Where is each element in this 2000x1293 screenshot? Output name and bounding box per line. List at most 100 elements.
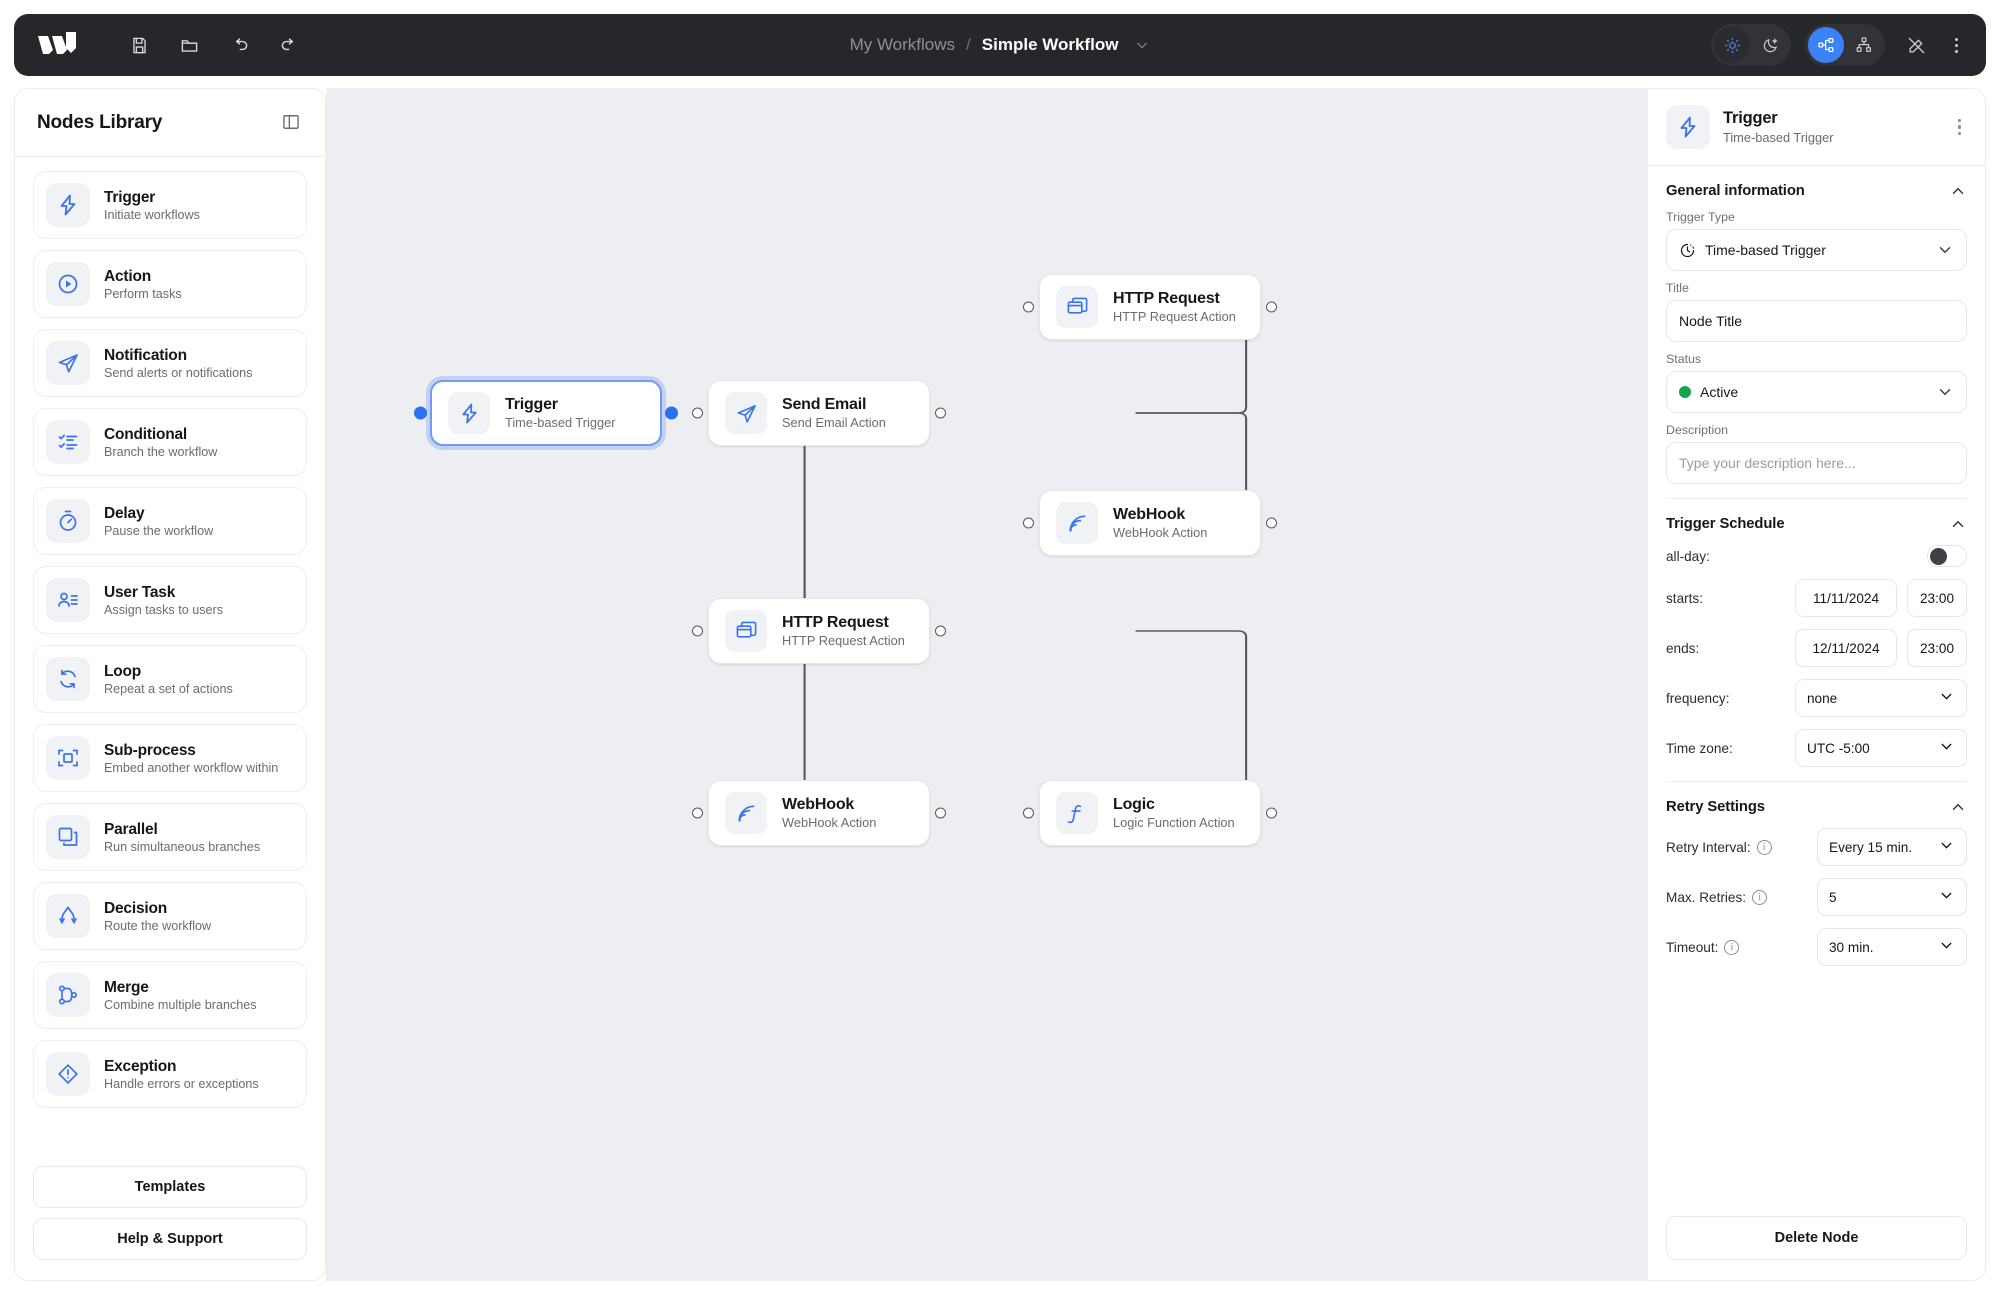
node-item-trigger[interactable]: Trigger Initiate workflows bbox=[33, 171, 307, 239]
chevron-down-icon[interactable] bbox=[1938, 688, 1955, 708]
chevron-down-icon[interactable] bbox=[1938, 887, 1955, 907]
status-select[interactable]: Active bbox=[1666, 371, 1967, 413]
canvas-node-logic[interactable]: Logic Logic Function Action bbox=[1023, 780, 1277, 846]
node-options-icon[interactable] bbox=[1952, 115, 1967, 139]
node-input-port[interactable] bbox=[1023, 517, 1034, 529]
horizontal-layout-icon[interactable] bbox=[1808, 27, 1844, 63]
node-output-port[interactable] bbox=[1266, 301, 1277, 313]
starts-date-input[interactable]: 11/11/2024 bbox=[1795, 579, 1897, 617]
node-input-port[interactable] bbox=[1023, 807, 1034, 819]
node-item-action[interactable]: Action Perform tasks bbox=[33, 250, 307, 318]
node-item-exception[interactable]: Exception Handle errors or exceptions bbox=[33, 1040, 307, 1108]
max-retries-select[interactable]: 5 bbox=[1817, 878, 1967, 916]
ends-date-input[interactable]: 12/11/2024 bbox=[1795, 629, 1897, 667]
node-input-port[interactable] bbox=[692, 625, 703, 637]
row-max-retries: Max. Retries: i 5 bbox=[1666, 878, 1967, 916]
more-options-icon[interactable] bbox=[1947, 34, 1966, 57]
node-item-user-task[interactable]: User Task Assign tasks to users bbox=[33, 566, 307, 634]
canvas-node-trigger[interactable]: Trigger Time-based Trigger bbox=[414, 380, 678, 446]
canvas-node-http-request-top[interactable]: HTTP Request HTTP Request Action bbox=[1023, 274, 1277, 340]
redo-icon[interactable] bbox=[274, 30, 304, 60]
workflow-canvas[interactable]: Trigger Time-based Trigger Send Email Se… bbox=[326, 88, 1648, 1281]
vertical-layout-icon[interactable] bbox=[1846, 27, 1882, 63]
chevron-up-icon[interactable] bbox=[1949, 515, 1967, 533]
node-item-parallel[interactable]: Parallel Run simultaneous branches bbox=[33, 803, 307, 871]
save-icon[interactable] bbox=[124, 30, 154, 60]
node-input-port[interactable] bbox=[1023, 301, 1034, 313]
collapse-panel-icon[interactable] bbox=[281, 112, 303, 134]
open-folder-icon[interactable] bbox=[174, 30, 204, 60]
chevron-up-icon[interactable] bbox=[1949, 798, 1967, 816]
help-support-button[interactable]: Help & Support bbox=[33, 1218, 307, 1260]
node-item-notification[interactable]: Notification Send alerts or notification… bbox=[33, 329, 307, 397]
retry-interval-label: Retry Interval: bbox=[1666, 839, 1751, 855]
chevron-down-icon[interactable] bbox=[1936, 241, 1954, 259]
node-item-loop[interactable]: Loop Repeat a set of actions bbox=[33, 645, 307, 713]
breadcrumb-separator: / bbox=[966, 35, 971, 54]
section-schedule-header[interactable]: Trigger Schedule bbox=[1666, 515, 1967, 533]
node-item-delay[interactable]: Delay Pause the workflow bbox=[33, 487, 307, 555]
nodes-library-sidebar: Nodes Library Trigger Initiate workflows bbox=[14, 88, 326, 1281]
magic-wand-icon[interactable] bbox=[1899, 28, 1933, 62]
node-item-sub-process[interactable]: Sub-process Embed another workflow withi… bbox=[33, 724, 307, 792]
node-output-port[interactable] bbox=[1266, 517, 1277, 529]
title-input[interactable]: Node Title bbox=[1666, 300, 1967, 342]
chevron-down-icon[interactable] bbox=[1938, 738, 1955, 758]
canvas-node-name: HTTP Request bbox=[782, 614, 889, 631]
light-theme-icon[interactable] bbox=[1714, 27, 1750, 63]
node-item-desc: Perform tasks bbox=[104, 286, 182, 301]
edge-trigger-webhook bbox=[803, 517, 822, 814]
dark-theme-icon[interactable] bbox=[1752, 27, 1788, 63]
node-item-name: Loop bbox=[104, 662, 142, 680]
toolbar-right-controls bbox=[1711, 24, 1966, 66]
node-item-merge[interactable]: Merge Combine multiple branches bbox=[33, 961, 307, 1029]
paper-plane-icon bbox=[46, 341, 90, 385]
delete-node-button[interactable]: Delete Node bbox=[1666, 1216, 1967, 1260]
frequency-select[interactable]: none bbox=[1795, 679, 1967, 717]
canvas-node-sub: WebHook Action bbox=[1113, 525, 1208, 540]
info-icon[interactable]: i bbox=[1752, 889, 1768, 905]
node-output-port[interactable] bbox=[935, 407, 946, 419]
starts-time-input[interactable]: 23:00 bbox=[1907, 579, 1967, 617]
field-trigger-type: Trigger Type Time-based Trigger bbox=[1666, 210, 1967, 271]
info-icon[interactable]: i bbox=[1756, 839, 1772, 855]
node-item-conditional[interactable]: Conditional Branch the workflow bbox=[33, 408, 307, 476]
chevron-down-icon[interactable] bbox=[1938, 937, 1955, 957]
node-output-port[interactable] bbox=[935, 807, 946, 819]
retry-interval-select[interactable]: Every 15 min. bbox=[1817, 828, 1967, 866]
timezone-select[interactable]: UTC -5:00 bbox=[1795, 729, 1967, 767]
ends-time-input[interactable]: 23:00 bbox=[1907, 629, 1967, 667]
node-output-port[interactable] bbox=[665, 406, 678, 420]
description-input[interactable]: Type your description here... bbox=[1666, 442, 1967, 484]
trigger-type-select[interactable]: Time-based Trigger bbox=[1666, 229, 1967, 271]
chevron-down-icon[interactable] bbox=[1133, 37, 1150, 54]
section-retry-header[interactable]: Retry Settings bbox=[1666, 798, 1967, 816]
node-input-port[interactable] bbox=[692, 407, 703, 419]
node-input-port[interactable] bbox=[414, 406, 427, 420]
templates-button[interactable]: Templates bbox=[33, 1166, 307, 1208]
canvas-node-webhook-bottom[interactable]: WebHook WebHook Action bbox=[692, 780, 946, 846]
node-input-port[interactable] bbox=[692, 807, 703, 819]
canvas-node-sub: Send Email Action bbox=[782, 415, 886, 430]
canvas-node-http-request-bottom[interactable]: HTTP Request HTTP Request Action bbox=[692, 598, 946, 664]
timeout-select[interactable]: 30 min. bbox=[1817, 928, 1967, 966]
node-output-port[interactable] bbox=[935, 625, 946, 637]
parallel-squares-icon bbox=[46, 815, 90, 859]
chevron-down-icon[interactable] bbox=[1938, 837, 1955, 857]
breadcrumb: My Workflows / Simple Workflow bbox=[850, 35, 1151, 55]
node-list: Trigger Initiate workflows Action Perfor… bbox=[15, 157, 325, 1156]
workflow-logo[interactable] bbox=[36, 28, 96, 62]
canvas-node-send-email[interactable]: Send Email Send Email Action bbox=[692, 380, 946, 446]
breadcrumb-parent[interactable]: My Workflows bbox=[849, 35, 956, 54]
info-icon[interactable]: i bbox=[1724, 939, 1740, 955]
canvas-node-webhook-top[interactable]: WebHook WebHook Action bbox=[1023, 490, 1277, 556]
node-item-decision[interactable]: Decision Route the workflow bbox=[33, 882, 307, 950]
chevron-down-icon[interactable] bbox=[1936, 383, 1954, 401]
node-item-desc: Repeat a set of actions bbox=[104, 681, 233, 696]
undo-icon[interactable] bbox=[224, 30, 254, 60]
section-general-header[interactable]: General information bbox=[1666, 182, 1967, 200]
node-output-port[interactable] bbox=[1266, 807, 1277, 819]
all-day-toggle[interactable] bbox=[1927, 545, 1967, 567]
node-item-desc: Branch the workflow bbox=[104, 444, 218, 459]
chevron-up-icon[interactable] bbox=[1949, 182, 1967, 200]
